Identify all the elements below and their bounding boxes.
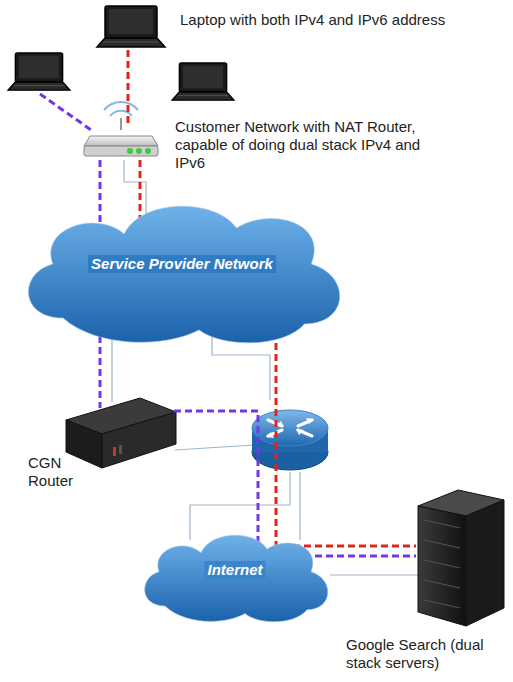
node-label: Customer Network with NAT Router, capabl… [175,118,425,172]
server-node: Google Search (dual stack servers) [416,488,506,628]
cloud-label: Service Provider Network [88,255,276,273]
cgn-router-icon [66,398,176,468]
node-label: Laptop with both IPv4 and IPv6 address [180,11,445,29]
node-label: CGN Router [28,454,84,490]
wifi-router-icon [84,102,158,156]
node-label: Google Search (dual stack servers) [346,636,508,672]
cgn-router-node: CGN Router [64,396,178,470]
cloud-label: Internet [204,561,265,579]
core-router-icon [252,410,328,470]
laptop-node: Laptop with both IPv4 and IPv6 address [95,5,167,50]
laptop-icon [97,6,165,47]
cloud-node: Service Provider Network [12,198,352,348]
cloud-shape [12,198,352,348]
laptop-icon [8,53,70,90]
dashed-connection [127,50,130,126]
laptop-icon [172,63,234,100]
router-node: Customer Network with NAT Router, capabl… [84,106,160,160]
server-rack-icon [418,490,504,626]
dashed-connection [174,411,416,556]
cloud-node: Internet [135,530,335,625]
wifi-link [40,94,94,132]
